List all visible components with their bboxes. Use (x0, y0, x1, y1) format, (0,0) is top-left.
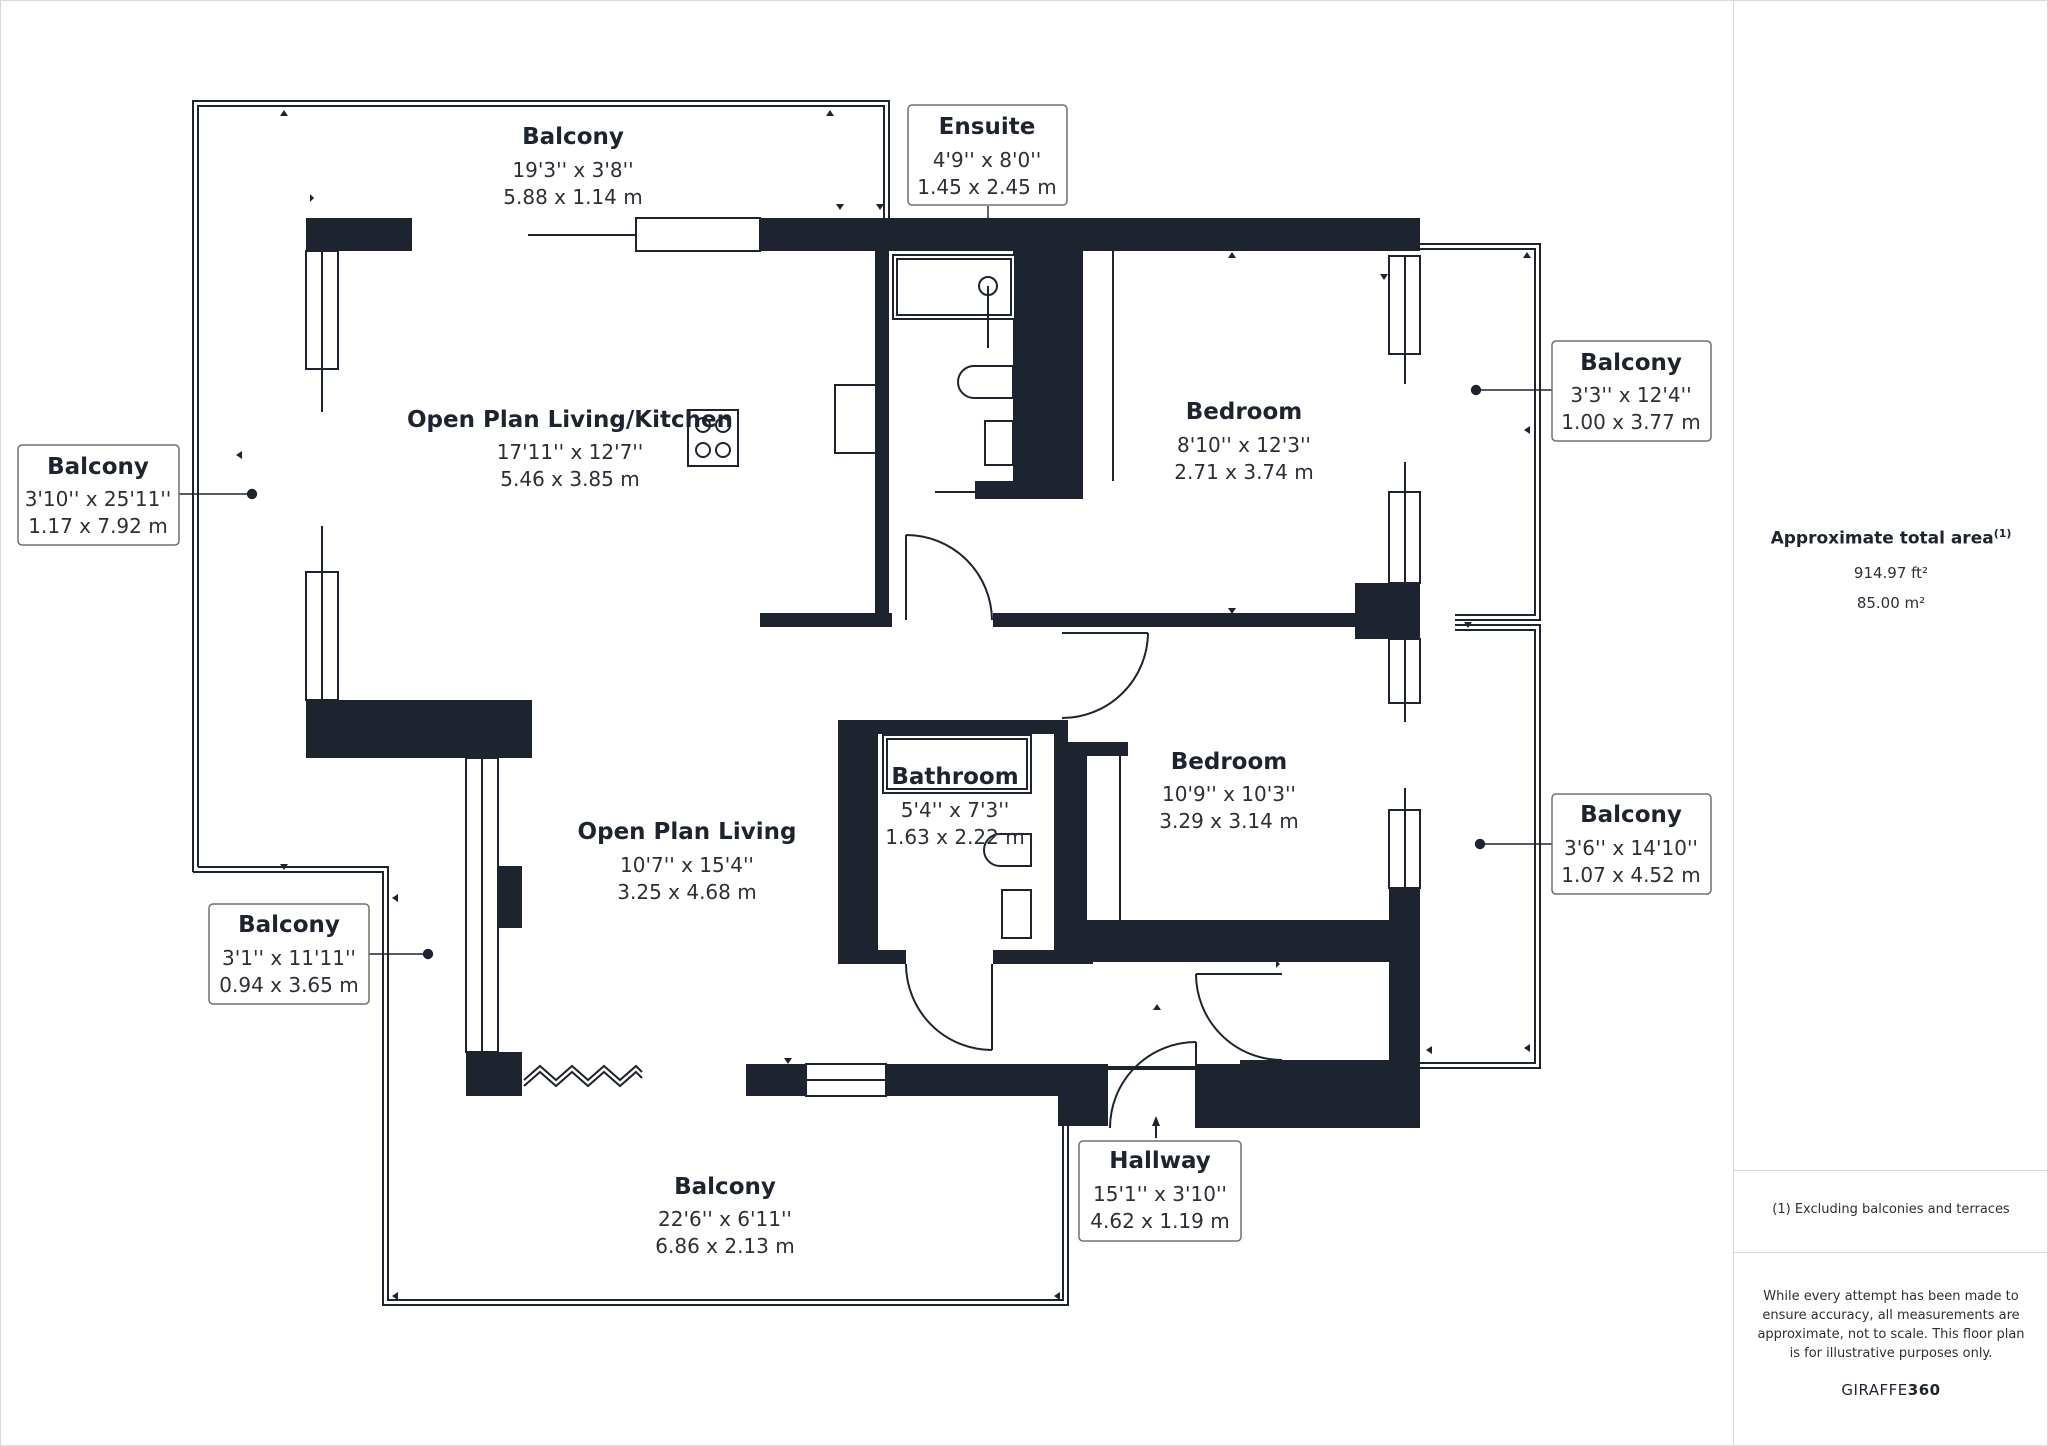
svg-text:8'10'' x 12'3'': 8'10'' x 12'3'' (1177, 433, 1311, 457)
info-sidebar: Approximate total area(1) 914.97 ft² 85.… (1733, 0, 2048, 1446)
svg-text:1.63 x 2.22 m: 1.63 x 2.22 m (885, 825, 1024, 849)
label-boxes (17, 104, 1712, 1242)
svg-text:15'1'' x 3'10'': 15'1'' x 3'10'' (1093, 1182, 1227, 1206)
walls (306, 217, 1420, 1128)
svg-text:Bedroom: Bedroom (1186, 399, 1303, 425)
room-label-bedroom-2: Bedroom 10'9'' x 10'3'' 3.29 x 3.14 m (1159, 749, 1298, 833)
label-leaders (178, 206, 1552, 960)
svg-text:2.71 x 3.74 m: 2.71 x 3.74 m (1174, 460, 1313, 484)
room-label-living-kitchen: Open Plan Living/Kitchen 17'11'' x 12'7'… (407, 407, 733, 491)
room-label-balcony-right-bottom: Balcony 3'6'' x 14'10'' 1.07 x 4.52 m (1561, 802, 1700, 887)
svg-text:Balcony: Balcony (1580, 350, 1682, 376)
svg-text:Hallway: Hallway (1109, 1148, 1211, 1174)
room-label-bedroom-1: Bedroom 8'10'' x 12'3'' 2.71 x 3.74 m (1174, 399, 1313, 484)
svg-text:Balcony: Balcony (47, 454, 149, 480)
svg-text:10'7'' x 15'4'': 10'7'' x 15'4'' (620, 853, 754, 877)
svg-text:6.86 x 2.13 m: 6.86 x 2.13 m (655, 1234, 794, 1258)
room-label-balcony-top: Balcony 19'3'' x 3'8'' 5.88 x 1.14 m (503, 124, 642, 209)
svg-text:Balcony: Balcony (238, 912, 340, 938)
sidebar-divider (1734, 1252, 2048, 1253)
svg-text:5'4'' x 7'3'': 5'4'' x 7'3'' (901, 798, 1009, 822)
svg-text:4'9'' x 8'0'': 4'9'' x 8'0'' (933, 148, 1041, 172)
room-label-living: Open Plan Living 10'7'' x 15'4'' 3.25 x … (578, 819, 797, 904)
svg-text:19'3'' x 3'8'': 19'3'' x 3'8'' (512, 158, 633, 182)
svg-text:22'6'' x 6'11'': 22'6'' x 6'11'' (658, 1207, 792, 1231)
svg-text:3'10'' x 25'11'': 3'10'' x 25'11'' (25, 487, 172, 511)
svg-text:Ensuite: Ensuite (939, 114, 1036, 140)
room-label-balcony-bottom: Balcony 22'6'' x 6'11'' 6.86 x 2.13 m (655, 1174, 794, 1258)
svg-text:Bathroom: Bathroom (891, 764, 1018, 790)
room-label-ensuite: Ensuite 4'9'' x 8'0'' 1.45 x 2.45 m (917, 114, 1056, 199)
room-label-balcony-right-top: Balcony 3'3'' x 12'4'' 1.00 x 3.77 m (1561, 350, 1700, 434)
doors (523, 534, 1283, 1129)
svg-text:3'3'' x 12'4'': 3'3'' x 12'4'' (1570, 383, 1691, 407)
sidebar-divider (1734, 1170, 2048, 1171)
floor-plan: Balcony 19'3'' x 3'8'' 5.88 x 1.14 m Ens… (17, 100, 1712, 1306)
svg-text:1.17 x 7.92 m: 1.17 x 7.92 m (28, 514, 167, 538)
svg-text:10'9'' x 10'3'': 10'9'' x 10'3'' (1162, 782, 1296, 806)
total-area-title: Approximate total area(1) (1770, 527, 2012, 549)
room-label-hallway: Hallway 15'1'' x 3'10'' 4.62 x 1.19 m (1090, 1148, 1229, 1233)
room-label-balcony-left: Balcony 3'10'' x 25'11'' 1.17 x 7.92 m (25, 454, 172, 538)
svg-text:0.94 x 3.65 m: 0.94 x 3.65 m (219, 973, 358, 997)
svg-text:5.88 x 1.14 m: 5.88 x 1.14 m (503, 185, 642, 209)
svg-text:Balcony: Balcony (522, 124, 624, 150)
svg-text:3.25 x 4.68 m: 3.25 x 4.68 m (617, 880, 756, 904)
svg-text:Balcony: Balcony (674, 1174, 776, 1200)
svg-text:3'1'' x 11'11'': 3'1'' x 11'11'' (222, 946, 356, 970)
svg-text:1.45 x 2.45 m: 1.45 x 2.45 m (917, 175, 1056, 199)
svg-text:1.00 x 3.77 m: 1.00 x 3.77 m (1561, 410, 1700, 434)
svg-text:4.62 x 1.19 m: 4.62 x 1.19 m (1090, 1209, 1229, 1233)
room-label-balcony-left-bottom: Balcony 3'1'' x 11'11'' 0.94 x 3.65 m (219, 912, 358, 997)
svg-text:3'6'' x 14'10'': 3'6'' x 14'10'' (1564, 836, 1698, 860)
svg-text:1.07 x 4.52 m: 1.07 x 4.52 m (1561, 863, 1700, 887)
area-footnote: (1) Excluding balconies and terraces (1772, 1202, 2010, 1217)
total-area-sqm: 85.00 m² (1856, 594, 1926, 612)
svg-text:Bedroom: Bedroom (1171, 749, 1288, 775)
windows (305, 234, 1421, 1097)
svg-text:3.29 x 3.14 m: 3.29 x 3.14 m (1159, 809, 1298, 833)
svg-text:5.46 x 3.85 m: 5.46 x 3.85 m (500, 467, 639, 491)
total-area-sqft: 914.97 ft² (1853, 564, 1929, 582)
dimension-ticks (236, 110, 1531, 1300)
brand-logo: GIRAFFE360 (1841, 1381, 1941, 1399)
fixtures (687, 251, 1121, 950)
svg-text:17'11'' x 12'7'': 17'11'' x 12'7'' (497, 440, 644, 464)
balcony-outlines (192, 100, 1541, 1306)
room-label-bathroom: Bathroom 5'4'' x 7'3'' 1.63 x 2.22 m (885, 764, 1024, 849)
svg-text:Open Plan Living/Kitchen: Open Plan Living/Kitchen (407, 407, 733, 433)
svg-text:Open Plan Living: Open Plan Living (578, 819, 797, 845)
svg-text:Balcony: Balcony (1580, 802, 1682, 828)
disclaimer-text: While every attempt has been made to ens… (1757, 1289, 2025, 1361)
